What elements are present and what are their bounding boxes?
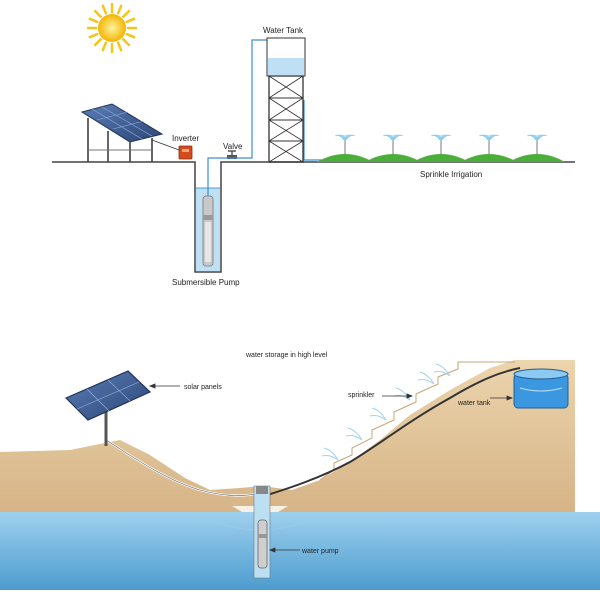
water-tank-icon <box>513 368 569 409</box>
sun-icon <box>86 2 138 54</box>
sprinkler-label: sprinkler <box>348 392 375 399</box>
label-arrows <box>148 383 514 553</box>
bottom-diagram: water storage in high level solar panels… <box>0 352 600 590</box>
inverter-label: Inverter <box>172 134 199 143</box>
sprinkler-icon <box>527 134 547 154</box>
grass-mound <box>461 154 517 162</box>
terraced-slope <box>319 361 515 481</box>
submersible-pump-label: Submersible Pump <box>172 278 240 287</box>
solar-panel-array <box>80 103 164 162</box>
sprinkler-icon <box>335 134 355 154</box>
grass-mound <box>509 154 565 162</box>
valve-label: Valve <box>223 142 243 151</box>
grass-mound <box>365 154 421 162</box>
inverter-icon <box>178 145 193 160</box>
solar-panels-label: solar panels <box>184 384 222 391</box>
sprinkler-icon <box>479 134 499 154</box>
groundwater <box>0 512 600 590</box>
soil-hill <box>0 360 575 512</box>
water-pump-icon <box>253 485 271 579</box>
solar-panel-icon <box>64 370 152 446</box>
top-diagram: Water Tank Inverter Valve Sprinkle Irrig… <box>52 2 575 287</box>
water-tank-tower <box>266 37 306 163</box>
sprinkler-grass-row <box>317 134 565 162</box>
sprinkle-irrigation-label: Sprinkle Irrigation <box>420 170 482 179</box>
sprinkler-icon <box>383 134 403 154</box>
valve-icon <box>227 150 237 159</box>
pipes <box>207 39 325 196</box>
grass-mound <box>413 154 469 162</box>
water-tank-label: Water Tank <box>263 26 304 35</box>
submersible-pump-icon <box>202 195 214 267</box>
ground-line <box>52 161 575 273</box>
pipe-to-tank <box>263 367 521 497</box>
sprinkler-icon <box>431 134 451 154</box>
grass-mound <box>317 154 373 162</box>
water-tank-label-bottom: water tank <box>457 400 491 407</box>
water-pump-label: water pump <box>301 548 339 555</box>
diagram-title: water storage in high level <box>245 352 328 359</box>
